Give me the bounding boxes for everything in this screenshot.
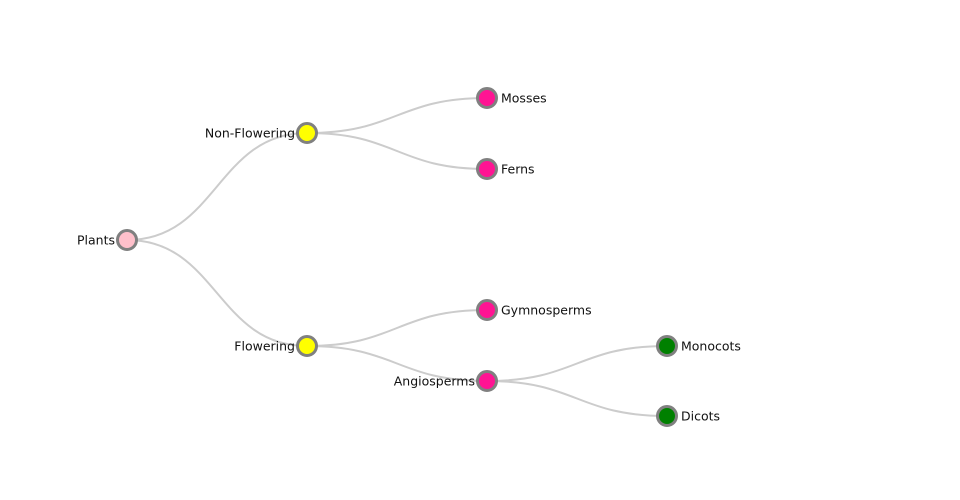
node-non-flowering-label: Non-Flowering (205, 126, 295, 141)
node-gymnosperms-circle[interactable] (476, 299, 498, 321)
link-plants-non-flowering (126, 132, 308, 241)
node-plants[interactable]: Plants (77, 229, 138, 251)
node-flowering-circle[interactable] (296, 335, 318, 357)
node-monocots-label: Monocots (681, 339, 741, 354)
link-angiosperms-dicots (486, 380, 668, 417)
tree-nodes: Plants Non-Flowering Flowering Mosses Fe… (77, 87, 741, 427)
tree-links (126, 97, 668, 417)
node-dicots[interactable]: Dicots (656, 405, 721, 427)
link-flowering-gymnosperms (306, 309, 488, 347)
node-mosses[interactable]: Mosses (476, 87, 547, 109)
node-ferns-label: Ferns (501, 162, 535, 177)
node-angiosperms-circle[interactable] (476, 370, 498, 392)
node-non-flowering[interactable]: Non-Flowering (205, 122, 318, 144)
node-mosses-circle[interactable] (476, 87, 498, 109)
node-dicots-circle[interactable] (656, 405, 678, 427)
link-non-flowering-mosses (306, 97, 488, 134)
link-angiosperms-monocots (486, 345, 668, 382)
node-ferns[interactable]: Ferns (476, 158, 535, 180)
node-angiosperms-label: Angiosperms (394, 374, 475, 389)
node-mosses-label: Mosses (501, 91, 547, 106)
node-dicots-label: Dicots (681, 409, 720, 424)
node-plants-circle[interactable] (116, 229, 138, 251)
node-monocots-circle[interactable] (656, 335, 678, 357)
node-gymnosperms-label: Gymnosperms (501, 303, 592, 318)
node-ferns-circle[interactable] (476, 158, 498, 180)
node-flowering-label: Flowering (234, 339, 295, 354)
node-angiosperms[interactable]: Angiosperms (394, 370, 498, 392)
link-flowering-angiosperms (306, 345, 488, 382)
node-plants-label: Plants (77, 233, 115, 248)
node-non-flowering-circle[interactable] (296, 122, 318, 144)
link-plants-flowering (126, 239, 308, 347)
node-gymnosperms[interactable]: Gymnosperms (476, 299, 592, 321)
node-monocots[interactable]: Monocots (656, 335, 741, 357)
node-flowering[interactable]: Flowering (234, 335, 318, 357)
link-non-flowering-ferns (306, 132, 488, 170)
